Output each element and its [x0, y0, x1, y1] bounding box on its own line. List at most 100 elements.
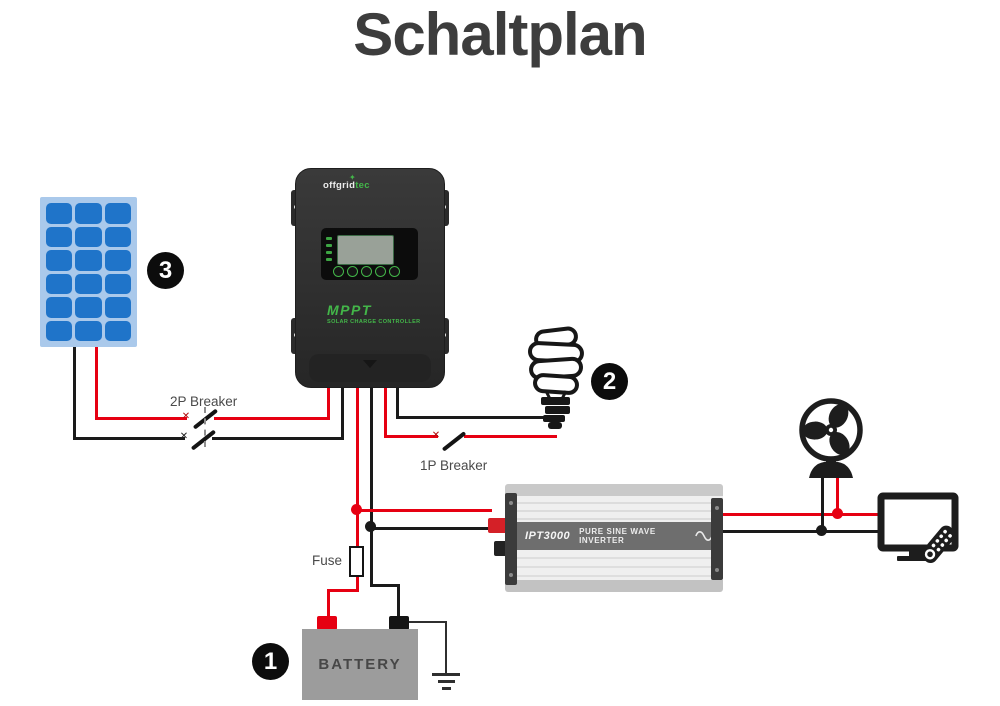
- wire-ac-live: [718, 513, 882, 516]
- solar-panel-icon: [40, 197, 137, 347]
- callout-3: 3: [147, 252, 184, 289]
- inverter-model: IPT3000: [525, 530, 571, 542]
- battery-positive-terminal: [317, 616, 337, 630]
- panel-cell: [75, 250, 102, 271]
- page-title: Schaltplan: [353, 1, 647, 68]
- panel-cell: [46, 226, 73, 247]
- panel-cell: [75, 297, 102, 318]
- breaker-1p-label: 1P Breaker: [420, 458, 488, 473]
- wire-pv-negative: [73, 344, 76, 440]
- inverter-top: [505, 484, 723, 496]
- panel-cell: [104, 320, 131, 341]
- wire-battery-negative: [370, 584, 400, 587]
- battery-icon: BATTERY: [302, 629, 418, 700]
- fan-icon: [799, 398, 863, 478]
- panel-cell: [46, 203, 73, 224]
- status-led: [326, 258, 332, 261]
- wire-load-positive: [384, 435, 438, 438]
- screw: [715, 568, 719, 572]
- wire-load-positive: [384, 382, 387, 438]
- breaker-contact-mark: ✕: [181, 411, 191, 422]
- screw: [509, 573, 513, 577]
- inverter-end-cap: [505, 493, 517, 585]
- wire-ac-neutral: [718, 530, 882, 533]
- battery-label: BATTERY: [318, 656, 402, 673]
- wire-pv-positive: [95, 417, 187, 420]
- status-led: [326, 251, 332, 254]
- wire-fan-positive: [836, 474, 839, 516]
- wire-pv-positive: [214, 417, 329, 420]
- breaker-contact-mark: ✕: [179, 431, 189, 442]
- brand-logo: ✦offgridtec: [323, 173, 370, 191]
- breaker-pole-link: [204, 407, 206, 447]
- wire-battery-negative: [370, 382, 373, 587]
- breaker-contact-mark: ✕: [431, 430, 441, 441]
- brand-suffix: tec: [355, 180, 370, 191]
- fuse-icon: [349, 546, 364, 577]
- fuse-label: Fuse: [312, 553, 343, 568]
- panel-cell: [104, 273, 131, 294]
- controller-model: MPPT: [327, 302, 372, 318]
- cfl-bulb-icon: [527, 326, 584, 429]
- inverter-name: PURE SINE WAVE INVERTER: [579, 527, 656, 545]
- wire-battery-positive: [327, 589, 330, 620]
- inverter-body: IPT3000 PURE SINE WAVE INVERTER: [505, 484, 723, 592]
- panel-cell: [104, 297, 131, 318]
- controller-button: [347, 266, 358, 277]
- panel-cell: [46, 320, 73, 341]
- panel-cell: [75, 203, 102, 224]
- terminal-cover: [309, 354, 431, 382]
- panel-cell: [46, 273, 73, 294]
- wire-fan-negative: [821, 474, 824, 533]
- junction-dot: [365, 521, 376, 532]
- wire-pv-positive: [95, 344, 98, 420]
- wire-pv-positive: [327, 382, 330, 420]
- controller-subtitle: SOLAR CHARGE CONTROLLER: [327, 319, 421, 325]
- screw: [715, 506, 719, 510]
- panel-cell: [75, 226, 102, 247]
- wire-load-negative: [396, 382, 399, 419]
- junction-dot: [832, 508, 843, 519]
- wire-inverter-negative: [371, 527, 495, 530]
- inverter-fins: [505, 496, 723, 522]
- callout-1: 1: [252, 643, 289, 680]
- wire-battery-positive: [356, 574, 359, 592]
- earth-ground-icon: [432, 673, 460, 676]
- earth-ground-icon: [438, 680, 455, 683]
- controller-button: [333, 266, 344, 277]
- remote-icon: [921, 525, 956, 564]
- earth-ground-icon: [442, 687, 451, 690]
- controller-button: [361, 266, 372, 277]
- wire-load-positive: [464, 435, 557, 438]
- wire-battery-negative: [397, 584, 400, 620]
- controller-button: [389, 266, 400, 277]
- panel-cell: [46, 250, 73, 271]
- ground-wire: [407, 621, 447, 623]
- inverter-label-band: IPT3000 PURE SINE WAVE INVERTER: [505, 522, 723, 550]
- inverter-end-cap: [711, 498, 723, 580]
- wire-pv-negative: [73, 437, 185, 440]
- panel-cell: [46, 297, 73, 318]
- wire-battery-positive: [356, 382, 359, 548]
- wire-inverter-positive: [357, 509, 492, 512]
- status-led: [326, 237, 332, 240]
- controller-button: [375, 266, 386, 277]
- status-led: [326, 244, 332, 247]
- panel-cell: [104, 203, 131, 224]
- junction-dot: [816, 525, 827, 536]
- inverter-icon: IPT3000 PURE SINE WAVE INVERTER: [486, 482, 726, 594]
- wire-pv-negative: [341, 382, 344, 440]
- arrow-down-icon: [363, 360, 377, 368]
- wire-pv-negative: [212, 437, 344, 440]
- panel-cell: [75, 273, 102, 294]
- screw: [509, 501, 513, 505]
- inverter-fins: [505, 550, 723, 580]
- brand-text: offgrid: [323, 180, 356, 191]
- panel-cell: [75, 320, 102, 341]
- wire-battery-positive: [327, 589, 359, 592]
- tv-with-remote-icon: [877, 492, 959, 564]
- junction-dot: [351, 504, 362, 515]
- ground-wire: [445, 621, 447, 675]
- mppt-controller-icon: ✦offgridtec MPPT SOLAR CHARGE CONTROLLER: [291, 168, 449, 388]
